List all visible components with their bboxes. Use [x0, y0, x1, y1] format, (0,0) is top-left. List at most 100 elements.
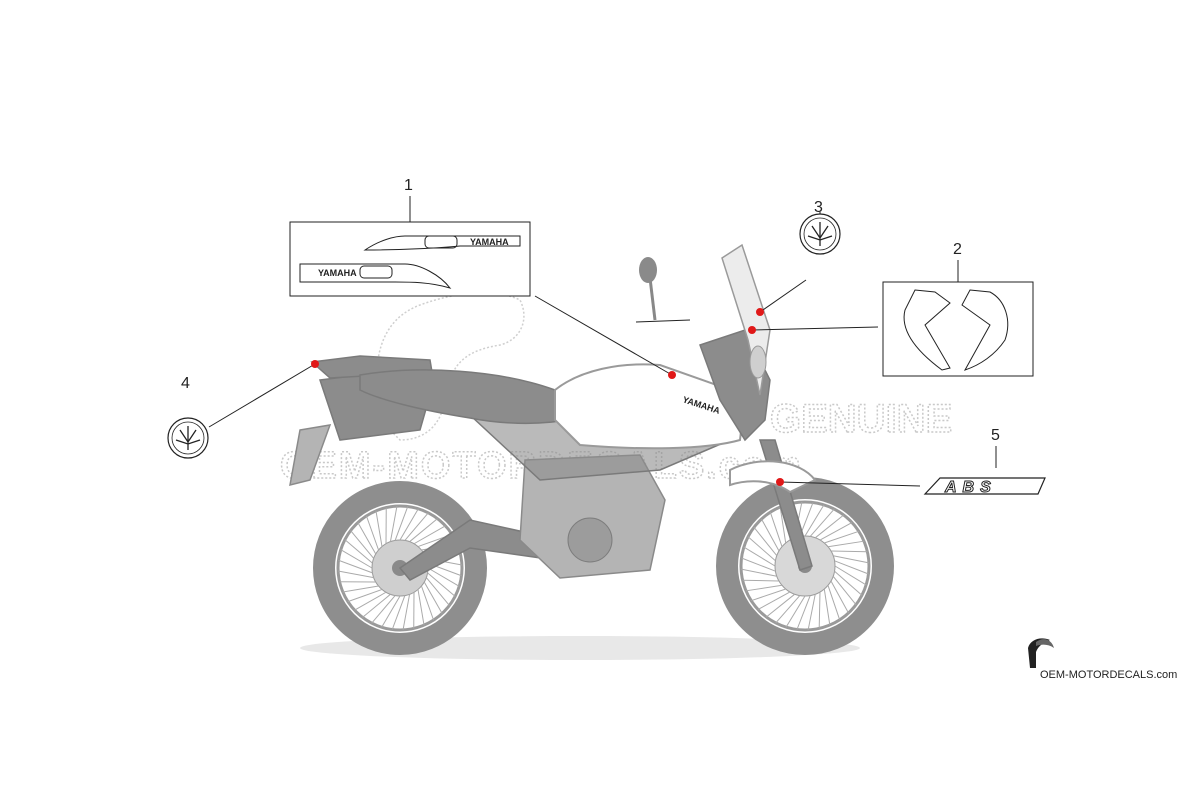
rear-wheel-spoke [337, 570, 374, 579]
front-wheel-spoke [804, 504, 825, 537]
rear-wheel-spoke [427, 572, 456, 597]
callout-4-group[interactable]: 4 [167, 360, 319, 459]
front-wheel-spoke [809, 508, 835, 537]
motorcycle-illustration: YAMAHA [289, 243, 894, 660]
rear-wheel-spoke [427, 567, 460, 587]
front-wheel-spoke [745, 584, 783, 592]
front-wheel-spoke [766, 593, 796, 618]
part-box-1 [289, 221, 531, 297]
fairing-decal-right [961, 289, 1009, 371]
rear-wheel-spoke [362, 593, 391, 618]
rear-wheel-spoke [381, 595, 401, 628]
front-wheel-spoke [742, 579, 780, 582]
rear-wheel-spoke [420, 585, 435, 621]
marker-4 [311, 360, 319, 368]
rear-wheel-spoke [354, 591, 387, 611]
rear-wheel-spoke [371, 595, 396, 624]
rear-wheel-spoke [413, 525, 446, 545]
tuning-fork-emblem-4 [167, 417, 209, 459]
front-wheel-spoke [740, 568, 777, 577]
callout-number-4: 4 [181, 375, 190, 392]
fairing-decal-left [903, 289, 951, 371]
front-wheel-spoke [833, 555, 870, 564]
front-wheel-spoke [743, 546, 776, 567]
footer-logo-text: OEM-MOTORDECALS.com [1040, 669, 1177, 681]
rear-wheel-spoke [389, 505, 398, 542]
fuel-tank [554, 363, 747, 450]
front-wheel-spoke [832, 575, 857, 605]
front-wheel-spoke [769, 512, 783, 547]
rear-wheel-spoke [409, 518, 438, 543]
front-fender [729, 460, 817, 494]
rear-wheel-spoke [375, 510, 383, 547]
callout-number-5: 5 [991, 427, 1000, 444]
callout-5-group[interactable]: 5 ABS [776, 427, 1046, 497]
rear-wheel-spoke [342, 585, 379, 593]
rear-wheel-spoke [404, 512, 429, 541]
front-wheel-spoke [796, 595, 811, 630]
front-wheel-spoke [741, 557, 776, 572]
rear-wheel-spoke [340, 549, 373, 569]
toucan-icon [1028, 638, 1054, 668]
callout-1-group[interactable]: 1 YAMAHA YAMAHA [289, 177, 676, 379]
watermark-genuine: GENUINE [770, 397, 952, 441]
front-wheel-spoke [814, 514, 844, 539]
callout-number-1: 1 [404, 177, 413, 194]
decal-text-lower: YAMAHA [318, 268, 357, 278]
headlight [749, 345, 767, 379]
front-wheel-spoke [818, 591, 821, 629]
front-wheel-spoke [830, 580, 849, 614]
callout-3-group[interactable]: 3 [756, 199, 841, 316]
rear-wheel-spoke [350, 530, 375, 559]
front-wheel-spoke [747, 536, 776, 562]
callout-number-3: 3 [814, 199, 823, 216]
rear-wheel-spoke [402, 594, 411, 631]
license-plate-holder [289, 424, 332, 487]
abs-decal: ABS [923, 477, 1046, 497]
callout-number-2: 2 [953, 241, 962, 258]
abs-decal-text: ABS [944, 479, 997, 496]
front-wheel-spoke [827, 540, 865, 548]
rear-wheel-spoke [357, 522, 377, 555]
front-wheel [716, 477, 894, 655]
front-wheel-spoke [827, 585, 841, 620]
rear-wheel-spoke [394, 506, 409, 541]
front-wheel-spoke [775, 595, 801, 624]
rear-wheel-spoke [423, 581, 443, 614]
marker-3 [756, 308, 764, 316]
decal-text-upper: YAMAHA [470, 237, 509, 247]
front-wheel-spoke [830, 550, 868, 553]
rear-wheel-spoke [399, 508, 419, 541]
rear-wheel-spoke [391, 595, 406, 630]
front-wheel-spoke [834, 570, 863, 596]
footer-logo: OEM-MOTORDECALS.com [1028, 638, 1177, 681]
front-wheel-spoke [779, 506, 787, 544]
front-wheel-spoke [751, 588, 786, 602]
handlebar [635, 319, 691, 323]
front-wheel-spoke [834, 560, 869, 575]
rear-wheel-spoke [417, 589, 425, 626]
front-wheel-spoke [823, 588, 831, 626]
front-wheel-spoke [819, 522, 853, 541]
front-wheel-spoke [807, 594, 816, 631]
callout-2-group[interactable]: 2 [748, 241, 1034, 377]
marker-2 [748, 326, 756, 334]
watermark-toucan [375, 292, 525, 441]
marker-5 [776, 478, 784, 486]
front-wheel-spoke [753, 527, 778, 557]
front-wheel-spoke [757, 591, 791, 610]
mirror [639, 257, 657, 283]
tuning-fork-emblem-3 [799, 213, 841, 255]
part-box-2 [882, 281, 1034, 377]
rear-wheel-spoke [347, 588, 383, 603]
front-wheel-spoke [761, 518, 780, 552]
marker-1 [668, 371, 676, 379]
front-wheel-spoke [785, 595, 806, 628]
front-wheel-spoke [834, 565, 867, 586]
rear-wheel-spoke [338, 559, 373, 574]
mirror-stem [648, 277, 657, 321]
rear-wheel-spoke [365, 515, 380, 551]
rear-wheel-spoke [344, 539, 373, 564]
rear-wheel-spoke [425, 577, 450, 606]
